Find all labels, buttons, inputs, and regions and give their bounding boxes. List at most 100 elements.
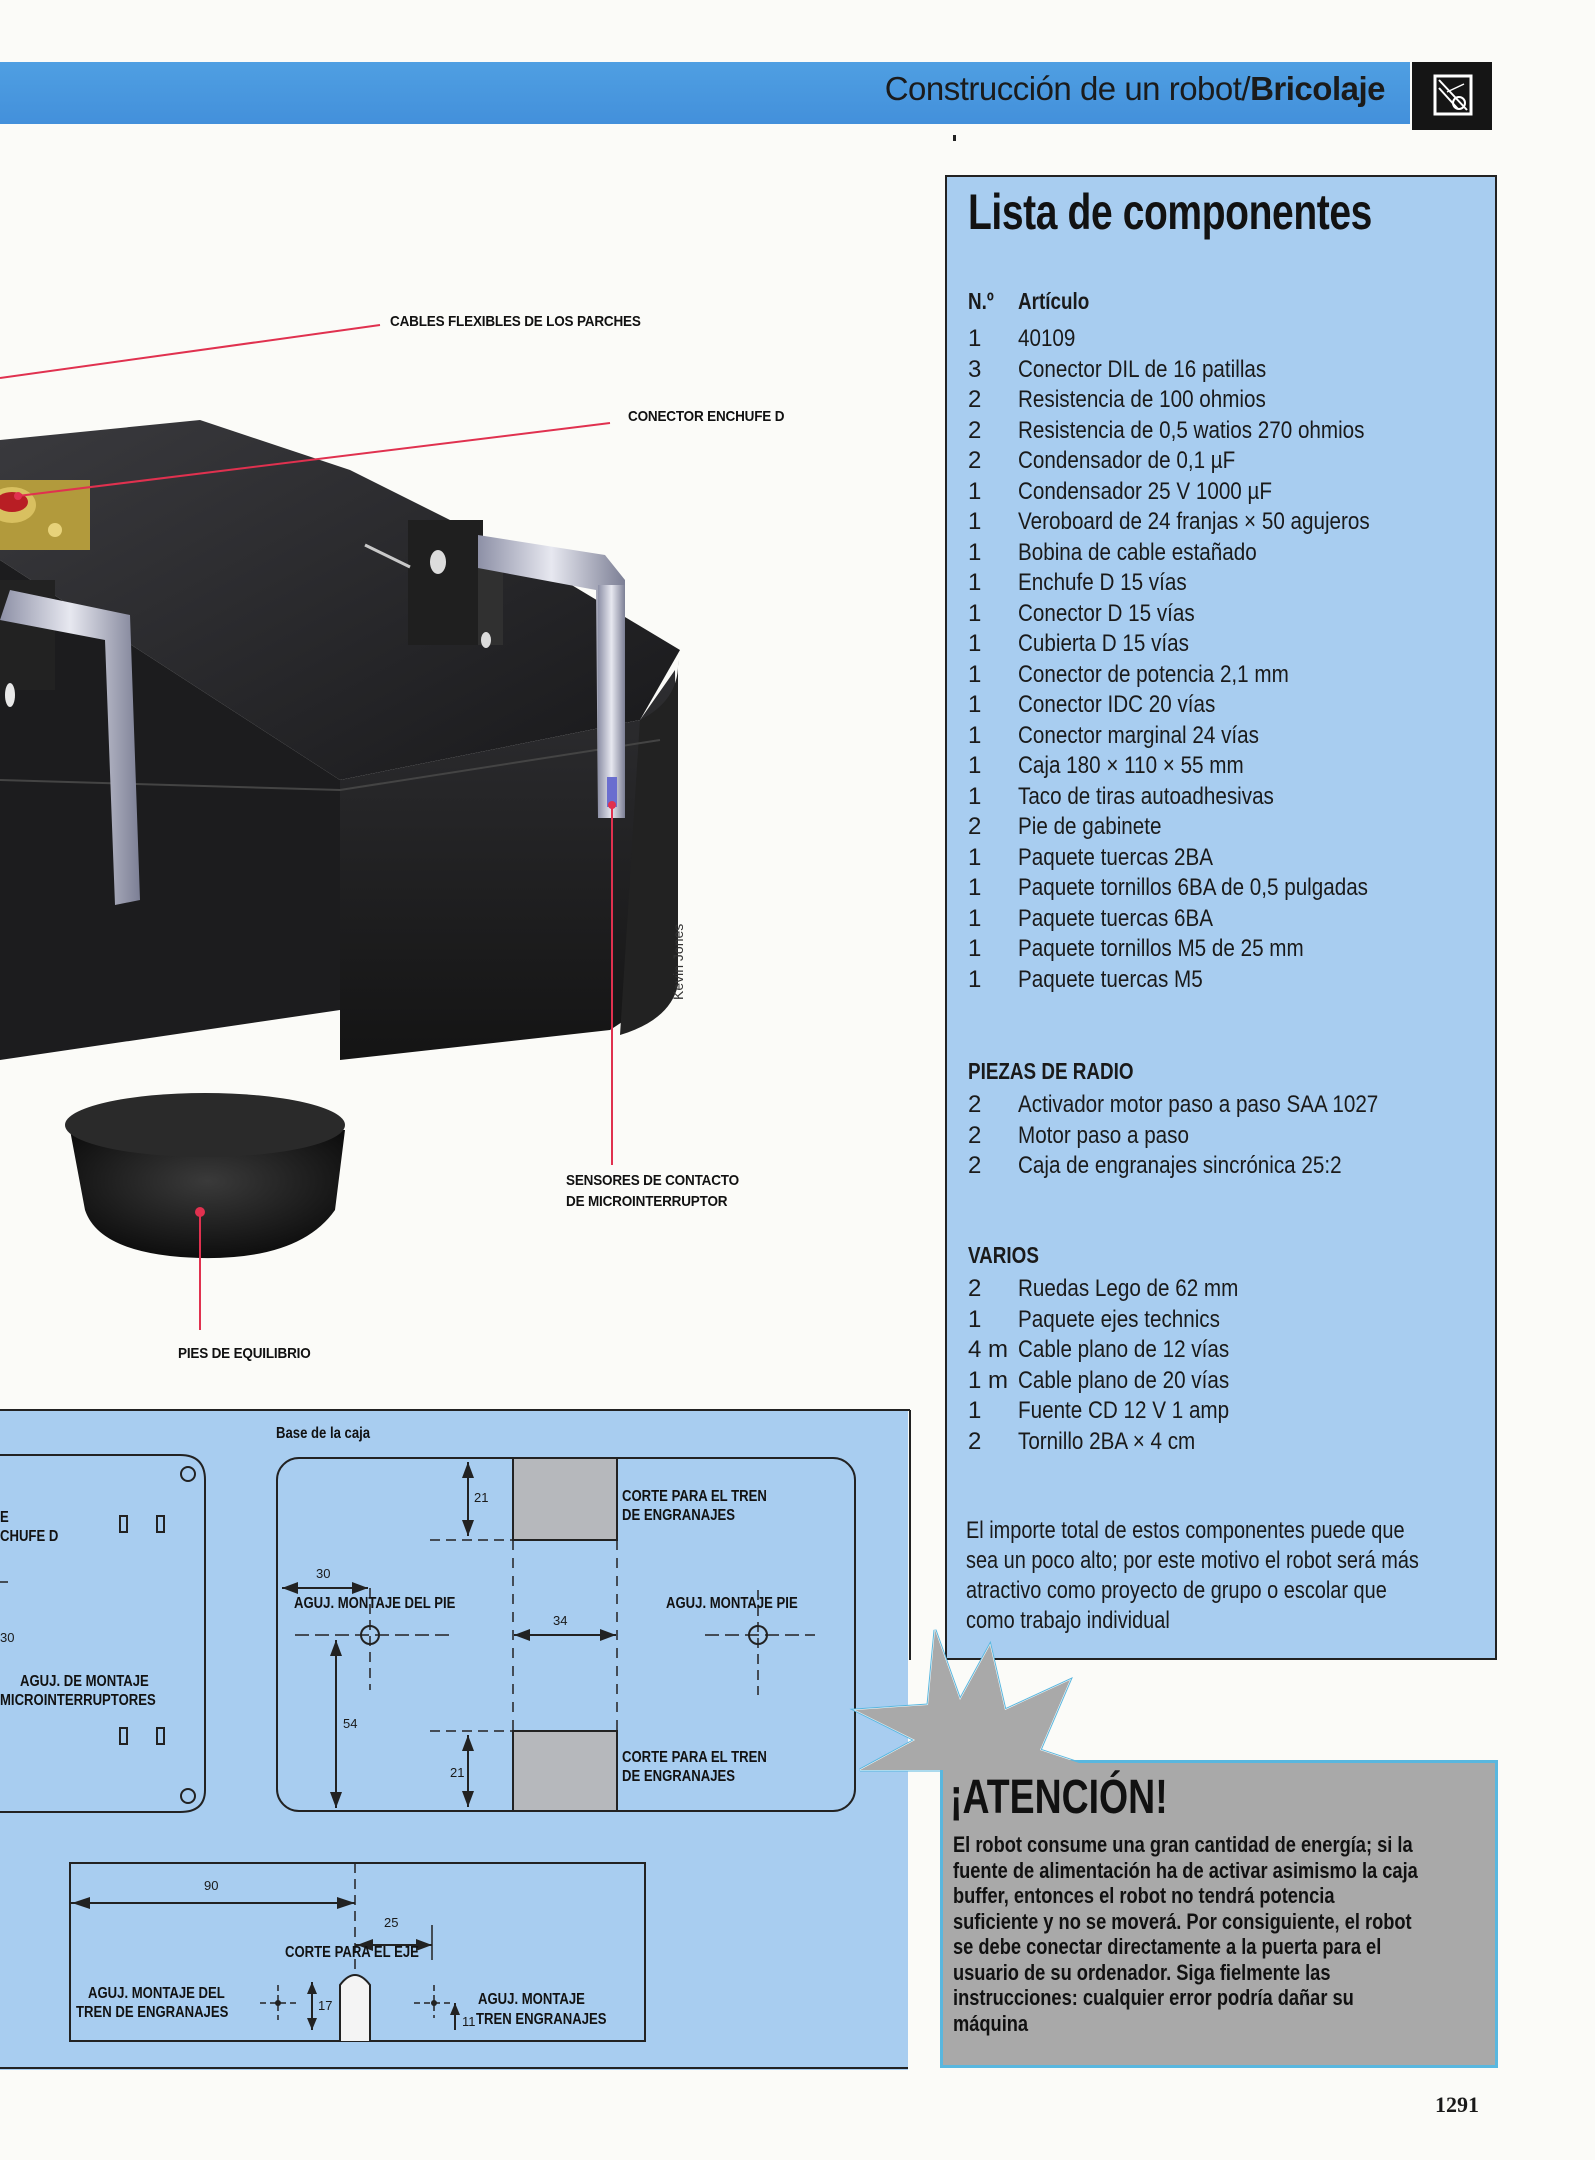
item-quantity: 1 m xyxy=(968,1366,1009,1394)
item-quantity: 2 xyxy=(968,1091,982,1118)
item-quantity: 1 xyxy=(968,691,982,718)
components-title: Lista de componentes xyxy=(968,184,1372,240)
item-quantity: 1 xyxy=(968,782,982,810)
base-title: Base de la caja xyxy=(276,1425,371,1442)
item-quantity: 2 xyxy=(968,1152,982,1179)
item-name: Resistencia de 0,5 watios 270 ohmios xyxy=(1018,416,1365,444)
warning-text: El robot consume una gran cantidad de en… xyxy=(953,1832,1418,2036)
photo-credit: Kevin Jones xyxy=(670,923,686,1000)
left-label-micro-1: AGUJ. DE MONTAJE xyxy=(20,1673,149,1690)
base-cut-top-2: DE ENGRANAJES xyxy=(622,1507,736,1524)
item-name: Paquete tornillos 6BA de 0,5 pulgadas xyxy=(1018,874,1368,901)
item-quantity: 1 xyxy=(968,721,982,749)
section-title-regular: Construcción de un robot/ xyxy=(884,70,1251,107)
warning-panel xyxy=(940,1760,1498,2068)
item-quantity: 1 xyxy=(968,843,982,871)
item-name: Conector de potencia 2,1 mm xyxy=(1018,660,1289,688)
stray-mark xyxy=(953,135,956,141)
item-quantity: 1 xyxy=(968,538,982,566)
lower-dim-11: 11 xyxy=(462,2014,476,2029)
item-quantity: 1 xyxy=(968,660,982,688)
item-quantity: 1 xyxy=(968,752,982,779)
robot-base-photo xyxy=(0,324,680,1330)
item-name: Tornillo 2BA × 4 cm xyxy=(1018,1427,1196,1455)
left-label-micro-2: MICROINTERRUPTORES xyxy=(0,1692,156,1709)
item-quantity: 3 xyxy=(968,355,982,383)
item-quantity: 2 xyxy=(968,447,982,474)
section-title-bold: Bricolaje xyxy=(1250,70,1385,107)
base-dim-34: 34 xyxy=(553,1613,568,1628)
column-header-qty: N.º xyxy=(968,288,994,314)
item-quantity: 1 xyxy=(968,935,982,962)
lower-dim-17: 17 xyxy=(318,1998,333,2013)
lower-dim-25: 25 xyxy=(384,1915,399,1930)
item-name: Conector DIL de 16 patillas xyxy=(1018,355,1267,383)
item-quantity: 2 xyxy=(968,386,982,413)
item-name: Activador motor paso a paso SAA 1027 xyxy=(1018,1091,1379,1118)
item-name: Cubierta D 15 vías xyxy=(1018,630,1189,657)
section-title: Construcción de un robot/Bricolaje xyxy=(884,70,1386,108)
left-dim-30: 30 xyxy=(0,1630,15,1645)
label-contact-sensors-2: DE MICROINTERRUPTOR xyxy=(566,1193,728,1210)
item-quantity: 2 xyxy=(968,416,982,444)
header-band xyxy=(0,62,1410,124)
base-dim-21-bottom: 21 xyxy=(450,1765,465,1780)
cost-note: El importe total de estos componentes pu… xyxy=(966,1517,1419,1634)
item-name: Pie de gabinete xyxy=(1018,813,1162,840)
item-name: Conector IDC 20 vías xyxy=(1018,691,1216,718)
base-dim-21-top: 21 xyxy=(474,1490,489,1505)
item-name: Taco de tiras autoadhesivas xyxy=(1018,782,1274,810)
item-name: Conector D 15 vías xyxy=(1018,599,1195,627)
base-cut-bottom-1: CORTE PARA EL TREN xyxy=(622,1749,767,1766)
item-name: Cable plano de 12 vías xyxy=(1018,1336,1230,1363)
item-name: Paquete tuercas 2BA xyxy=(1018,843,1214,871)
item-quantity: 2 xyxy=(968,1121,982,1149)
drafting-tools-icon xyxy=(1433,74,1473,116)
item-quantity: 1 xyxy=(968,1305,982,1333)
lower-dim-90: 90 xyxy=(204,1878,219,1893)
item-name: Condensador 25 V 1000 µF xyxy=(1018,477,1273,505)
item-quantity: 1 xyxy=(968,874,982,901)
base-foot-hole-right: AGUJ. MONTAJE PIE xyxy=(666,1595,798,1612)
base-cut-bottom-2: DE ENGRANAJES xyxy=(622,1768,736,1785)
item-name: Caja 180 × 110 × 55 mm xyxy=(1018,752,1244,779)
lower-gear-right-1: AGUJ. MONTAJE xyxy=(478,1991,585,2008)
left-label-top-1: E xyxy=(0,1509,9,1526)
base-dim-30: 30 xyxy=(316,1566,331,1581)
base-dim-54: 54 xyxy=(343,1716,358,1731)
warning-title: ¡ATENCIÓN! xyxy=(950,1771,1168,1824)
page-number: 1291 xyxy=(1435,2092,1479,2117)
item-quantity: 1 xyxy=(968,599,982,627)
lower-gear-right-2: TREN ENGRANAJES xyxy=(476,2011,607,2028)
warning-burst-fill xyxy=(855,1630,1100,1770)
lower-gear-left-1: AGUJ. MONTAJE DEL xyxy=(88,1985,225,2002)
item-quantity: 2 xyxy=(968,1275,982,1302)
item-name: Condensador de 0,1 µF xyxy=(1018,447,1236,474)
item-name: Ruedas Lego de 62 mm xyxy=(1018,1275,1239,1302)
base-cut-top-1: CORTE PARA EL TREN xyxy=(622,1488,767,1505)
label-balance-feet: PIES DE EQUILIBRIO xyxy=(178,1345,311,1362)
item-quantity: 1 xyxy=(968,904,982,932)
left-label-top-2: CHUFE D xyxy=(0,1528,59,1545)
radio-parts-heading: PIEZAS DE RADIO xyxy=(968,1058,1134,1084)
label-contact-sensors-1: SENSORES DE CONTACTO xyxy=(566,1172,739,1189)
item-name: Paquete tuercas M5 xyxy=(1018,965,1203,993)
drawings-panel xyxy=(0,1410,908,2070)
technical-drawings xyxy=(0,1409,911,2069)
column-header-item: Artículo xyxy=(1018,288,1090,314)
lower-cut-axle: CORTE PARA EL EJE xyxy=(285,1944,419,1961)
item-name: Cable plano de 20 vías xyxy=(1018,1366,1230,1394)
item-name: Veroboard de 24 franjas × 50 agujeros xyxy=(1018,508,1370,535)
item-quantity: 1 xyxy=(968,325,982,352)
item-name: Resistencia de 100 ohmios xyxy=(1018,386,1266,413)
base-foot-hole-left: AGUJ. MONTAJE DEL PIE xyxy=(294,1595,456,1612)
item-name: Motor paso a paso xyxy=(1018,1121,1189,1149)
misc-heading: VARIOS xyxy=(968,1242,1039,1268)
item-name: Conector marginal 24 vías xyxy=(1018,721,1259,749)
item-quantity: 1 xyxy=(968,965,982,993)
item-quantity: 1 xyxy=(968,630,982,657)
components-panel xyxy=(945,175,1497,1660)
item-quantity: 1 xyxy=(968,1397,982,1424)
item-name: Fuente CD 12 V 1 amp xyxy=(1018,1397,1230,1424)
label-d-connector: CONECTOR ENCHUFE D xyxy=(628,408,785,425)
